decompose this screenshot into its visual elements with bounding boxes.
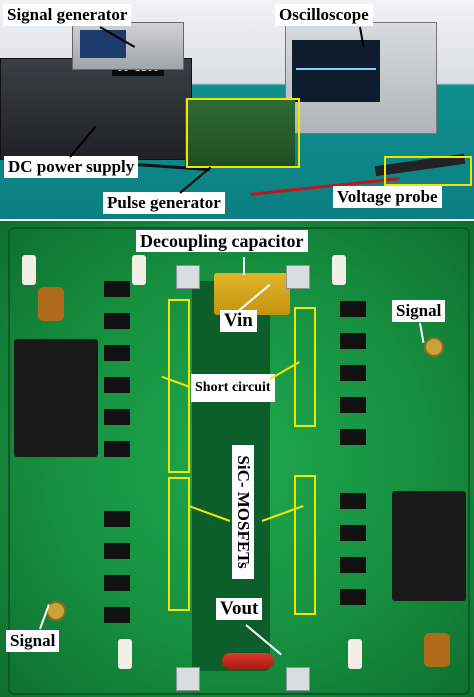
vin-terminal-right — [286, 265, 310, 289]
chip — [104, 511, 130, 527]
vout-terminal-left — [176, 667, 200, 691]
chip — [104, 607, 130, 623]
vout-terminal — [286, 667, 310, 691]
arrow-pulse-generator — [179, 166, 212, 194]
chip — [340, 493, 366, 509]
label-signal-left: Signal — [6, 630, 60, 652]
chip — [340, 589, 366, 605]
label-dc-power-supply: DC power supply — [4, 156, 139, 178]
right-transformer — [392, 491, 466, 601]
pcb-outline — [8, 227, 470, 695]
chip — [340, 365, 366, 381]
vin-terminal — [176, 265, 200, 289]
voltage-probe-highlight — [384, 156, 472, 186]
standoff-top-mid-left — [132, 255, 146, 285]
label-pulse-generator: Pulse generator — [103, 192, 225, 214]
pulse-generator-highlight — [186, 98, 300, 168]
label-vout: Vout — [216, 598, 263, 620]
mosfet-highlight-bottom-left — [168, 477, 190, 611]
standoff-top-left — [22, 255, 36, 285]
chip — [104, 543, 130, 559]
chip — [104, 409, 130, 425]
label-vin: Vin — [220, 310, 257, 332]
label-oscilloscope: Oscilloscope — [275, 4, 373, 26]
label-decoupling-capacitor: Decoupling capacitor — [136, 230, 308, 252]
chip — [340, 429, 366, 445]
lab-setup-photo: 00 3200 Signal generator Oscilloscope DC… — [0, 0, 474, 219]
standoff-bottom-left — [118, 639, 132, 669]
pulse-generator-board — [185, 98, 295, 168]
left-transformer — [14, 339, 98, 457]
oscilloscope-screen — [292, 40, 380, 102]
left-inductor — [38, 287, 64, 321]
chip — [340, 301, 366, 317]
label-short-circuit: Short circuit — [191, 374, 275, 402]
chip — [340, 557, 366, 573]
chip — [104, 377, 130, 393]
right-inductor — [424, 633, 450, 667]
chip — [340, 397, 366, 413]
oscilloscope-trace — [296, 68, 376, 70]
label-signal-generator: Signal generator — [3, 4, 132, 26]
chip — [340, 333, 366, 349]
chip — [104, 575, 130, 591]
standoff-bottom-right — [348, 639, 362, 669]
label-signal-right: Signal — [392, 300, 446, 322]
chip — [104, 313, 130, 329]
signal-connector-right — [424, 337, 444, 357]
mosfet-highlight-bottom-right — [294, 475, 316, 615]
output-capacitor-body — [222, 653, 274, 669]
signal-generator-screen — [80, 30, 126, 58]
label-voltage-probe: Voltage probe — [333, 186, 442, 208]
mosfet-highlight-top-right — [294, 307, 316, 427]
chip — [104, 281, 130, 297]
chip — [104, 345, 130, 361]
chip — [104, 441, 130, 457]
chip — [340, 525, 366, 541]
standoff-top-mid-right — [332, 255, 346, 285]
label-sic-mosfets: SiC- MOSFETs — [232, 445, 254, 579]
decoupling-capacitor-body — [214, 273, 290, 315]
arrow-decoupling-capacitor — [243, 257, 245, 275]
